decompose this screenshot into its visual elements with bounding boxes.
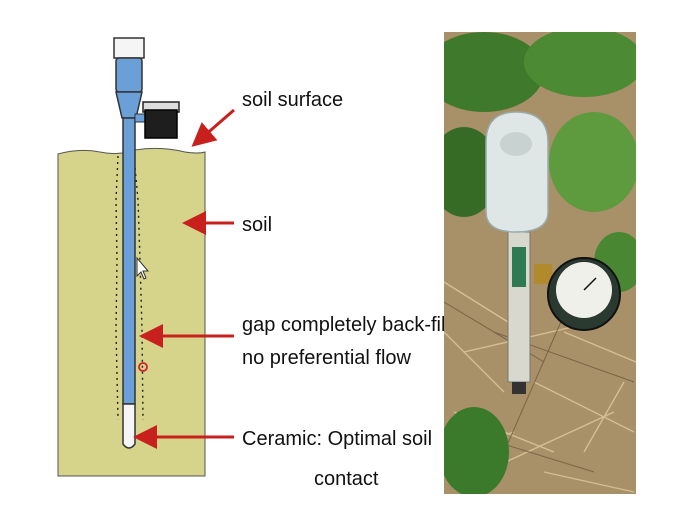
tube-body [122,117,136,405]
gauge-body [144,109,178,139]
tensiometer-photo [444,32,636,494]
tube-reservoir [115,57,143,93]
ceramic-label-line2: contact [314,468,379,490]
soil-surface-label: soil surface [242,89,344,111]
arrow-soil-surface [191,108,235,147]
ceramic-label-line1: Ceramic: Optimal soil [242,428,433,450]
red-marker [138,362,148,372]
borehole-left-line [115,155,119,421]
photo-illustration [444,32,636,494]
gap-label-line1: gap completely back-filled, [242,314,478,336]
ceramic-tip [122,403,136,449]
borehole-right-line [133,155,144,421]
tube-cap [113,37,145,59]
mouse-pointer-icon [136,256,150,280]
gauge-connector [134,113,146,123]
gap-label-line2: no preferential flow [242,347,411,369]
soil-label: soil [242,214,273,236]
